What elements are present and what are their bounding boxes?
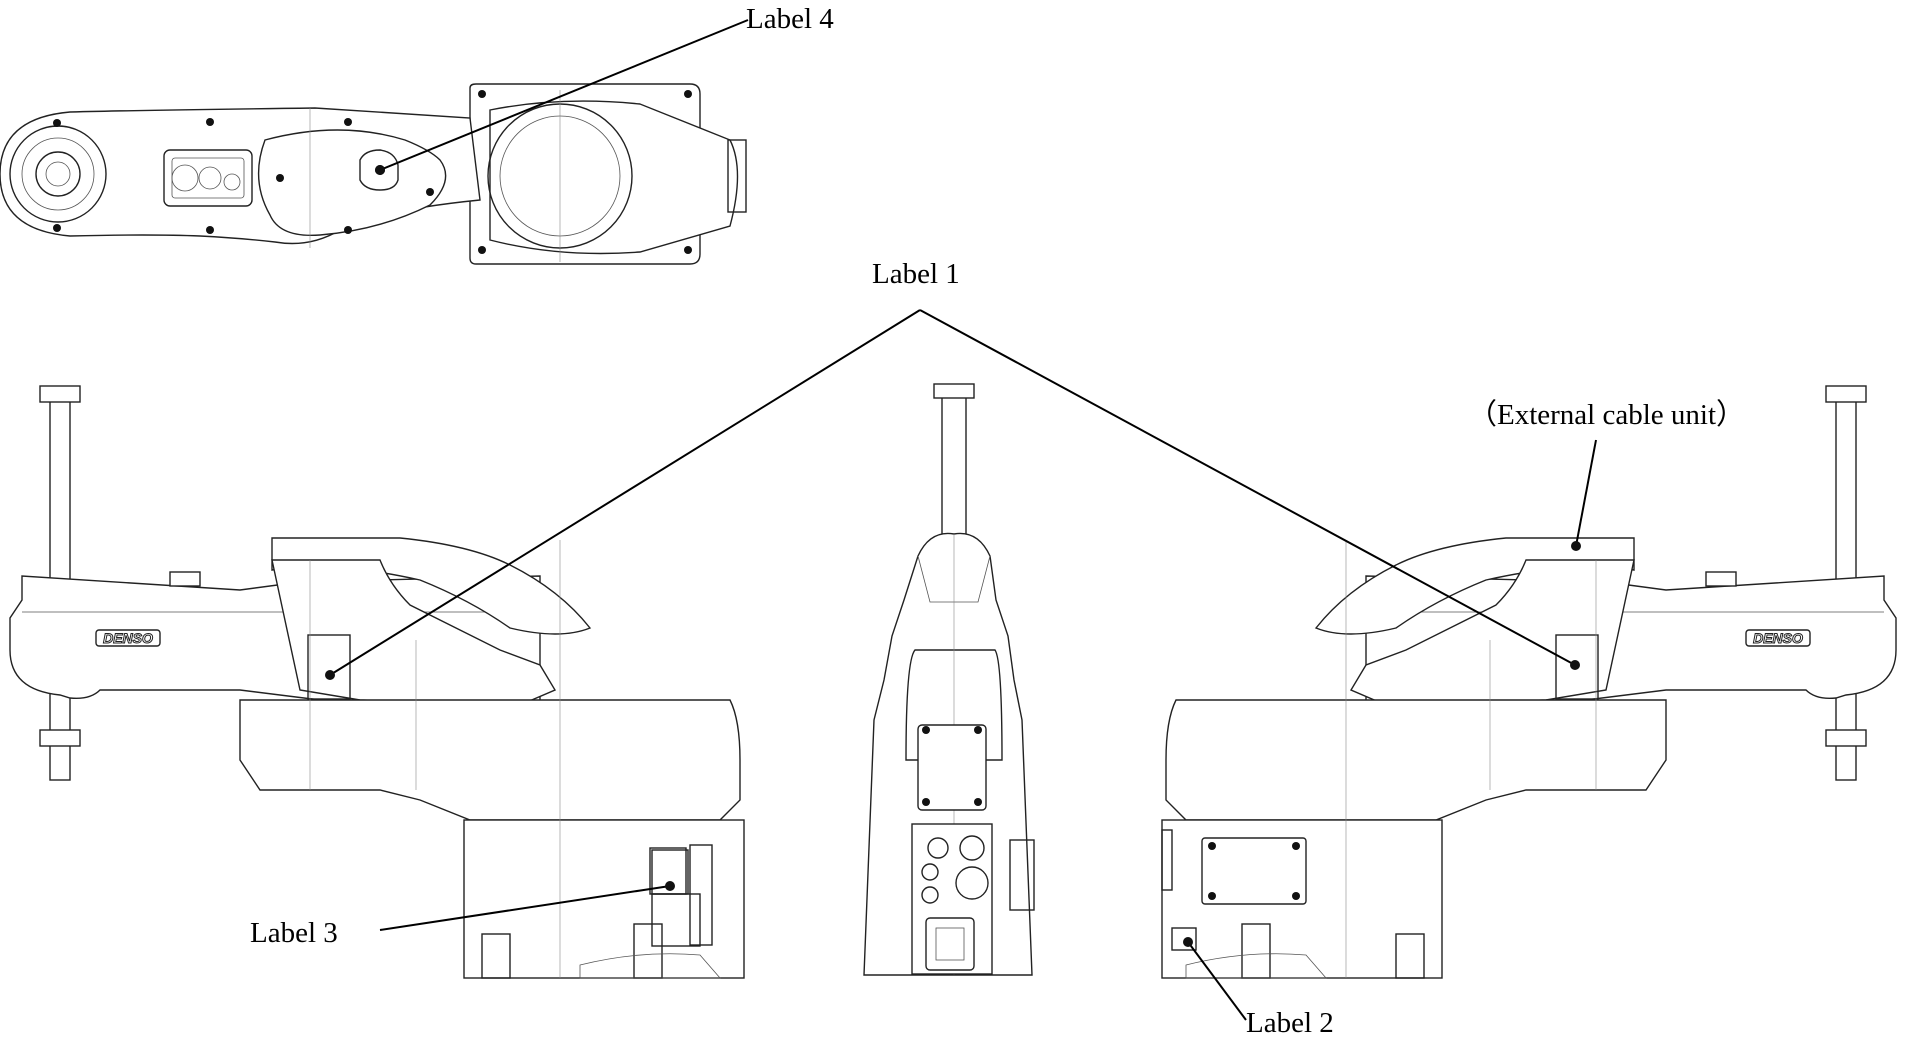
front-view <box>863 383 1035 976</box>
label-2-text: Label 2 <box>1246 1007 1334 1039</box>
denso-logo-right: DENSO <box>1753 630 1803 646</box>
label-4-text: Label 4 <box>746 3 834 35</box>
leader-lines <box>325 19 1597 1021</box>
external-cable-unit-text: （External cable unit） <box>1468 399 1745 431</box>
label3-box <box>651 849 689 895</box>
label2-box <box>1171 927 1197 951</box>
label1-box-left <box>307 634 351 700</box>
top-view <box>0 83 747 265</box>
left-side-view: DENSO <box>9 385 745 979</box>
right-side-view: DENSO <box>1161 385 1897 979</box>
label-3-text: Label 3 <box>250 917 338 949</box>
denso-logo-left: DENSO <box>103 630 153 646</box>
label-1-text: Label 1 <box>872 258 960 290</box>
label1-box-right <box>1555 634 1599 700</box>
